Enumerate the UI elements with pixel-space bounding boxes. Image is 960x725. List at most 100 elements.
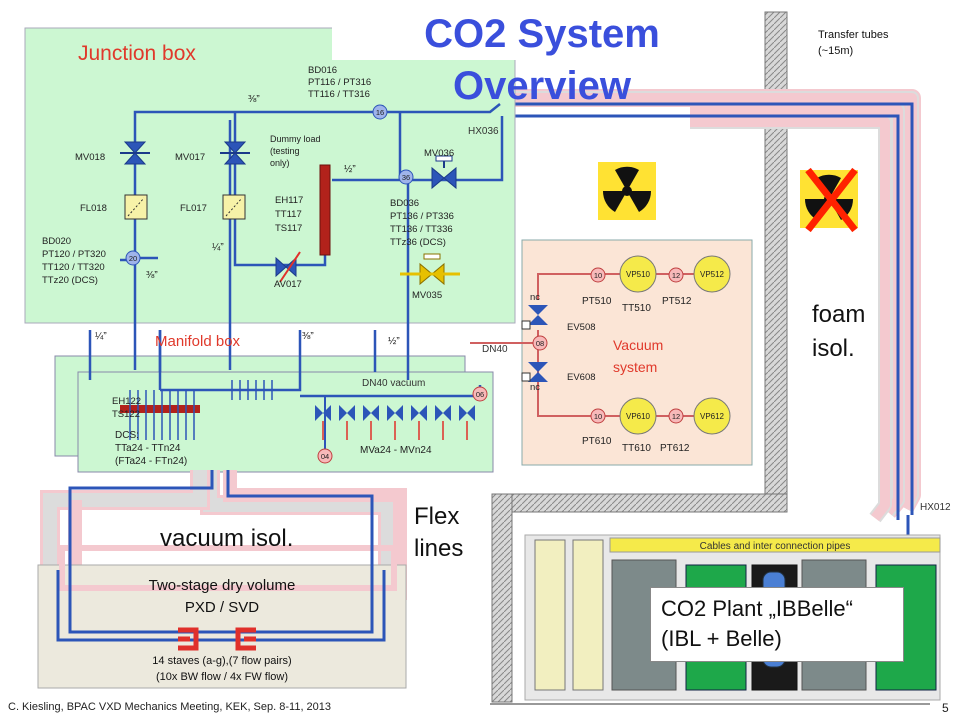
tt510-label: TT510 [622, 303, 651, 314]
plant-label: CO2 Plant „IBBelle“ (IBL + Belle) [650, 587, 904, 662]
stave-connector-left [178, 627, 199, 651]
plant-label-line1: CO2 Plant „IBBelle“ [661, 596, 853, 621]
page-title: CO2 System Overview [332, 8, 752, 108]
fl017-label: FL017 [180, 203, 207, 214]
dn40-vacuum-label: DN40 vacuum [362, 378, 425, 389]
junction-box-label: Junction box [78, 42, 196, 65]
ev508-label: EV508 [567, 322, 596, 333]
hx036-label: HX036 [468, 126, 499, 137]
node-08: 08 [536, 339, 544, 348]
plant-label-line2: (IBL + Belle) [661, 626, 782, 651]
valve-mv036[interactable] [431, 155, 457, 190]
dummy-load-line2: (testing [270, 146, 300, 156]
pt510-label: PT510 [582, 296, 612, 307]
vacuum-valves[interactable] [528, 305, 548, 382]
mv018-label: MV018 [75, 152, 105, 163]
staves-line2: (10x BW flow / 4x FW flow) [156, 671, 288, 683]
vp510-label: VP510 [626, 270, 651, 279]
pipe-size-2: ½” [344, 164, 356, 175]
pump-vp512[interactable] [693, 255, 731, 293]
mv017-label: MV017 [175, 152, 205, 163]
flex-lines-label: Flex lines [414, 503, 463, 562]
plant-rack-2 [572, 539, 604, 691]
valve-labels: MV018 MV017 MV036 MV035 FL018 FL017 AV01… [75, 148, 596, 393]
dry-volume-pipe [56, 570, 386, 642]
vacuum-system-label: Vacuum system [613, 337, 663, 375]
radiation-crossed-icon [800, 167, 858, 233]
manifold-box-label: Manifold box [155, 333, 241, 350]
eh122-label: EH122 TS122 [112, 396, 141, 420]
pipe-size-5: ¼” [95, 330, 107, 342]
concrete-wall-lower [491, 493, 513, 703]
mv035-label: MV035 [412, 290, 442, 301]
dcs-line1: DCS: [115, 430, 139, 441]
manifold-capillaries [129, 380, 273, 440]
eh117-line2: TT117 [275, 209, 302, 220]
transfer-pipe-1 [490, 102, 914, 515]
foam-isol-line2: isol. [812, 335, 855, 362]
vp610-label: VP610 [626, 412, 651, 421]
pump-vp610[interactable] [619, 397, 657, 435]
transfer-tubes-line1: Transfer tubes [818, 29, 889, 41]
bd016-label: BD016 PT116 / PT316 TT116 / TT316 [308, 65, 371, 100]
cables-banner [609, 537, 941, 553]
node-04: 04 [321, 452, 329, 461]
dummy-load-label: Dummy load (testing only) [270, 134, 321, 168]
transfer-tubes-label: Transfer tubes (~15m) [818, 29, 889, 57]
radiation-icon [598, 162, 656, 220]
pipe-size-6: ⅜” [302, 331, 314, 342]
plant-rack-1 [534, 539, 566, 691]
valve-mv035[interactable] [400, 253, 460, 286]
manifold-box-front [77, 371, 494, 473]
bd036-line3: TT136 / TT336 [390, 224, 453, 235]
pump-vp612[interactable] [693, 397, 731, 435]
eh122-line1: EH122 [112, 396, 141, 407]
concrete-wall-horizontal [491, 493, 788, 513]
ev508-box [521, 320, 531, 330]
ev608-box [521, 372, 531, 382]
pt512-label: PT512 [662, 296, 692, 307]
flex-pipe [68, 470, 374, 634]
valve-mv018[interactable] [120, 141, 150, 165]
eh117-label: EH117 TT117 TS117 [275, 195, 303, 234]
manifold-valves[interactable] [315, 405, 475, 421]
dry-volume-line1: Two-stage dry volume [149, 577, 296, 594]
nc-label-bottom: nc [530, 382, 540, 393]
foam-isol-line1: foam [812, 301, 865, 328]
pt612-label: PT612 [660, 443, 690, 454]
transfer-pipe-2 [490, 114, 900, 520]
dummy-load-heater [319, 164, 331, 256]
bd036-line1: BD036 [390, 198, 419, 209]
bd016-line1: BD016 [308, 65, 337, 76]
hx012-label: HX012 [920, 502, 951, 513]
valve-av017[interactable] [275, 251, 301, 283]
cables-label: Cables and inter connection pipes [700, 541, 851, 552]
stave-connector-right [235, 627, 256, 651]
mv036-label: MV036 [424, 148, 454, 159]
bd020-line4: TTz20 (DCS) [42, 275, 98, 286]
node-06: 06 [476, 390, 484, 399]
dry-volume-outline [59, 545, 397, 591]
av017-label: AV017 [274, 279, 302, 290]
eh117-line3: TS117 [275, 223, 302, 234]
manifold-valve-stems [322, 421, 468, 440]
vp512-label: VP512 [700, 270, 725, 279]
vacuum-system-line2: system [613, 359, 657, 375]
concrete-wall-vertical [764, 11, 788, 501]
fl018-label: FL018 [80, 203, 107, 214]
eh117-line1: EH117 [275, 195, 303, 206]
pipe-size-labels: ⅜” ½” ¼” ⅜” ¼” ⅜” ½” [95, 94, 400, 347]
dcs-line2: TTa24 - TTn24 [115, 443, 181, 454]
pipe-size-4: ⅜” [146, 270, 158, 281]
filter-fl017-mark [225, 197, 243, 217]
bd020-line2: PT120 / PT320 [42, 249, 106, 260]
node-12a: 12 [672, 271, 680, 280]
flex-lines-line2: lines [414, 535, 463, 562]
node-36: 36 [402, 173, 410, 182]
node-10a: 10 [594, 271, 602, 280]
pump-vp510[interactable] [619, 255, 657, 293]
node-markers [125, 104, 684, 464]
valve-mv017[interactable] [220, 141, 250, 165]
